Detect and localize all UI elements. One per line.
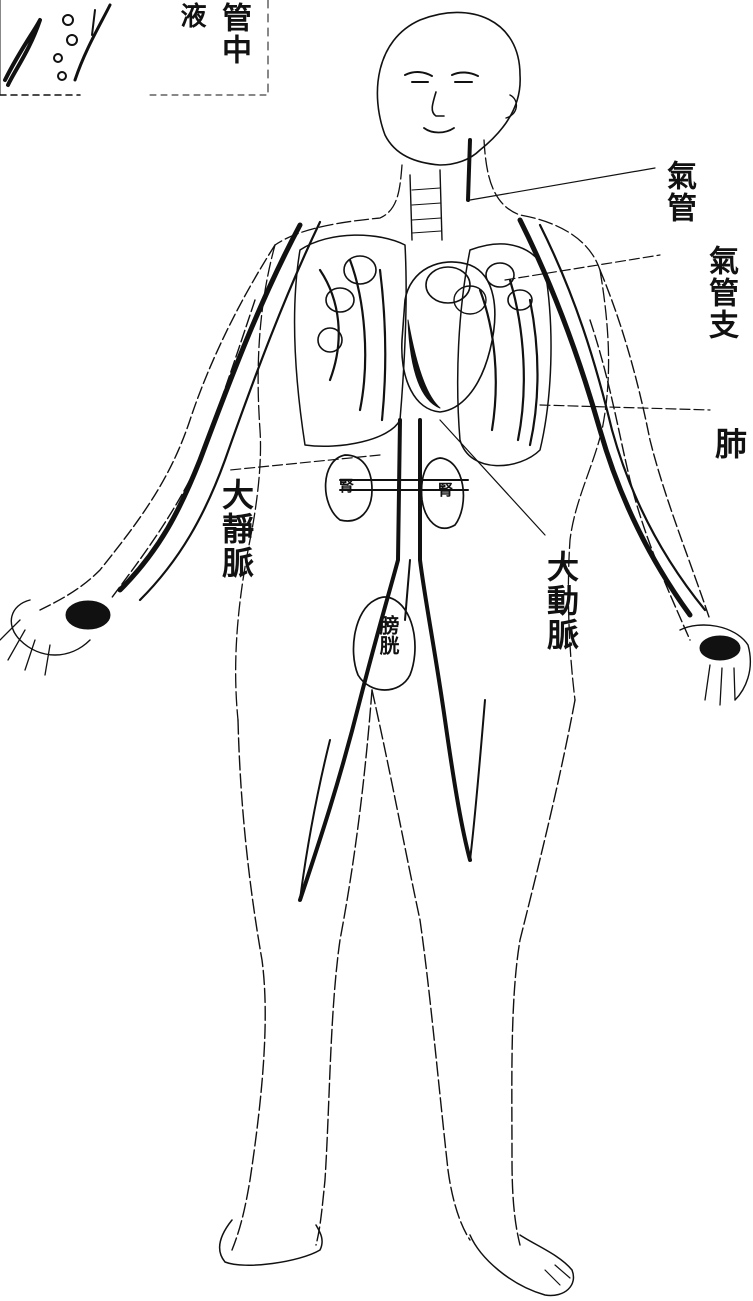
label-trachea: 氣管	[663, 160, 693, 224]
legs	[232, 690, 575, 1250]
label-kidney-left: 腎	[338, 478, 353, 493]
head	[377, 12, 520, 165]
leader-lines	[230, 168, 710, 535]
arm-left	[0, 245, 275, 675]
label-aorta: 大動脈	[545, 550, 577, 652]
label-kidney-right: 腎	[437, 482, 452, 497]
label-bronchi: 氣管支	[705, 245, 735, 341]
label-vena-cava: 大靜脈	[220, 478, 252, 580]
label-corner-text-2: 液	[178, 2, 204, 30]
heart-drawing	[402, 262, 495, 412]
lung-left-drawing	[295, 235, 407, 446]
label-corner-text-1: 管中	[218, 2, 248, 66]
lung-right-drawing	[458, 244, 551, 466]
label-bladder: 膀胱	[378, 615, 398, 655]
label-lung: 肺	[715, 428, 747, 460]
blood-vessels	[120, 220, 705, 900]
trachea-drawing	[410, 140, 470, 240]
feet	[220, 1220, 574, 1295]
